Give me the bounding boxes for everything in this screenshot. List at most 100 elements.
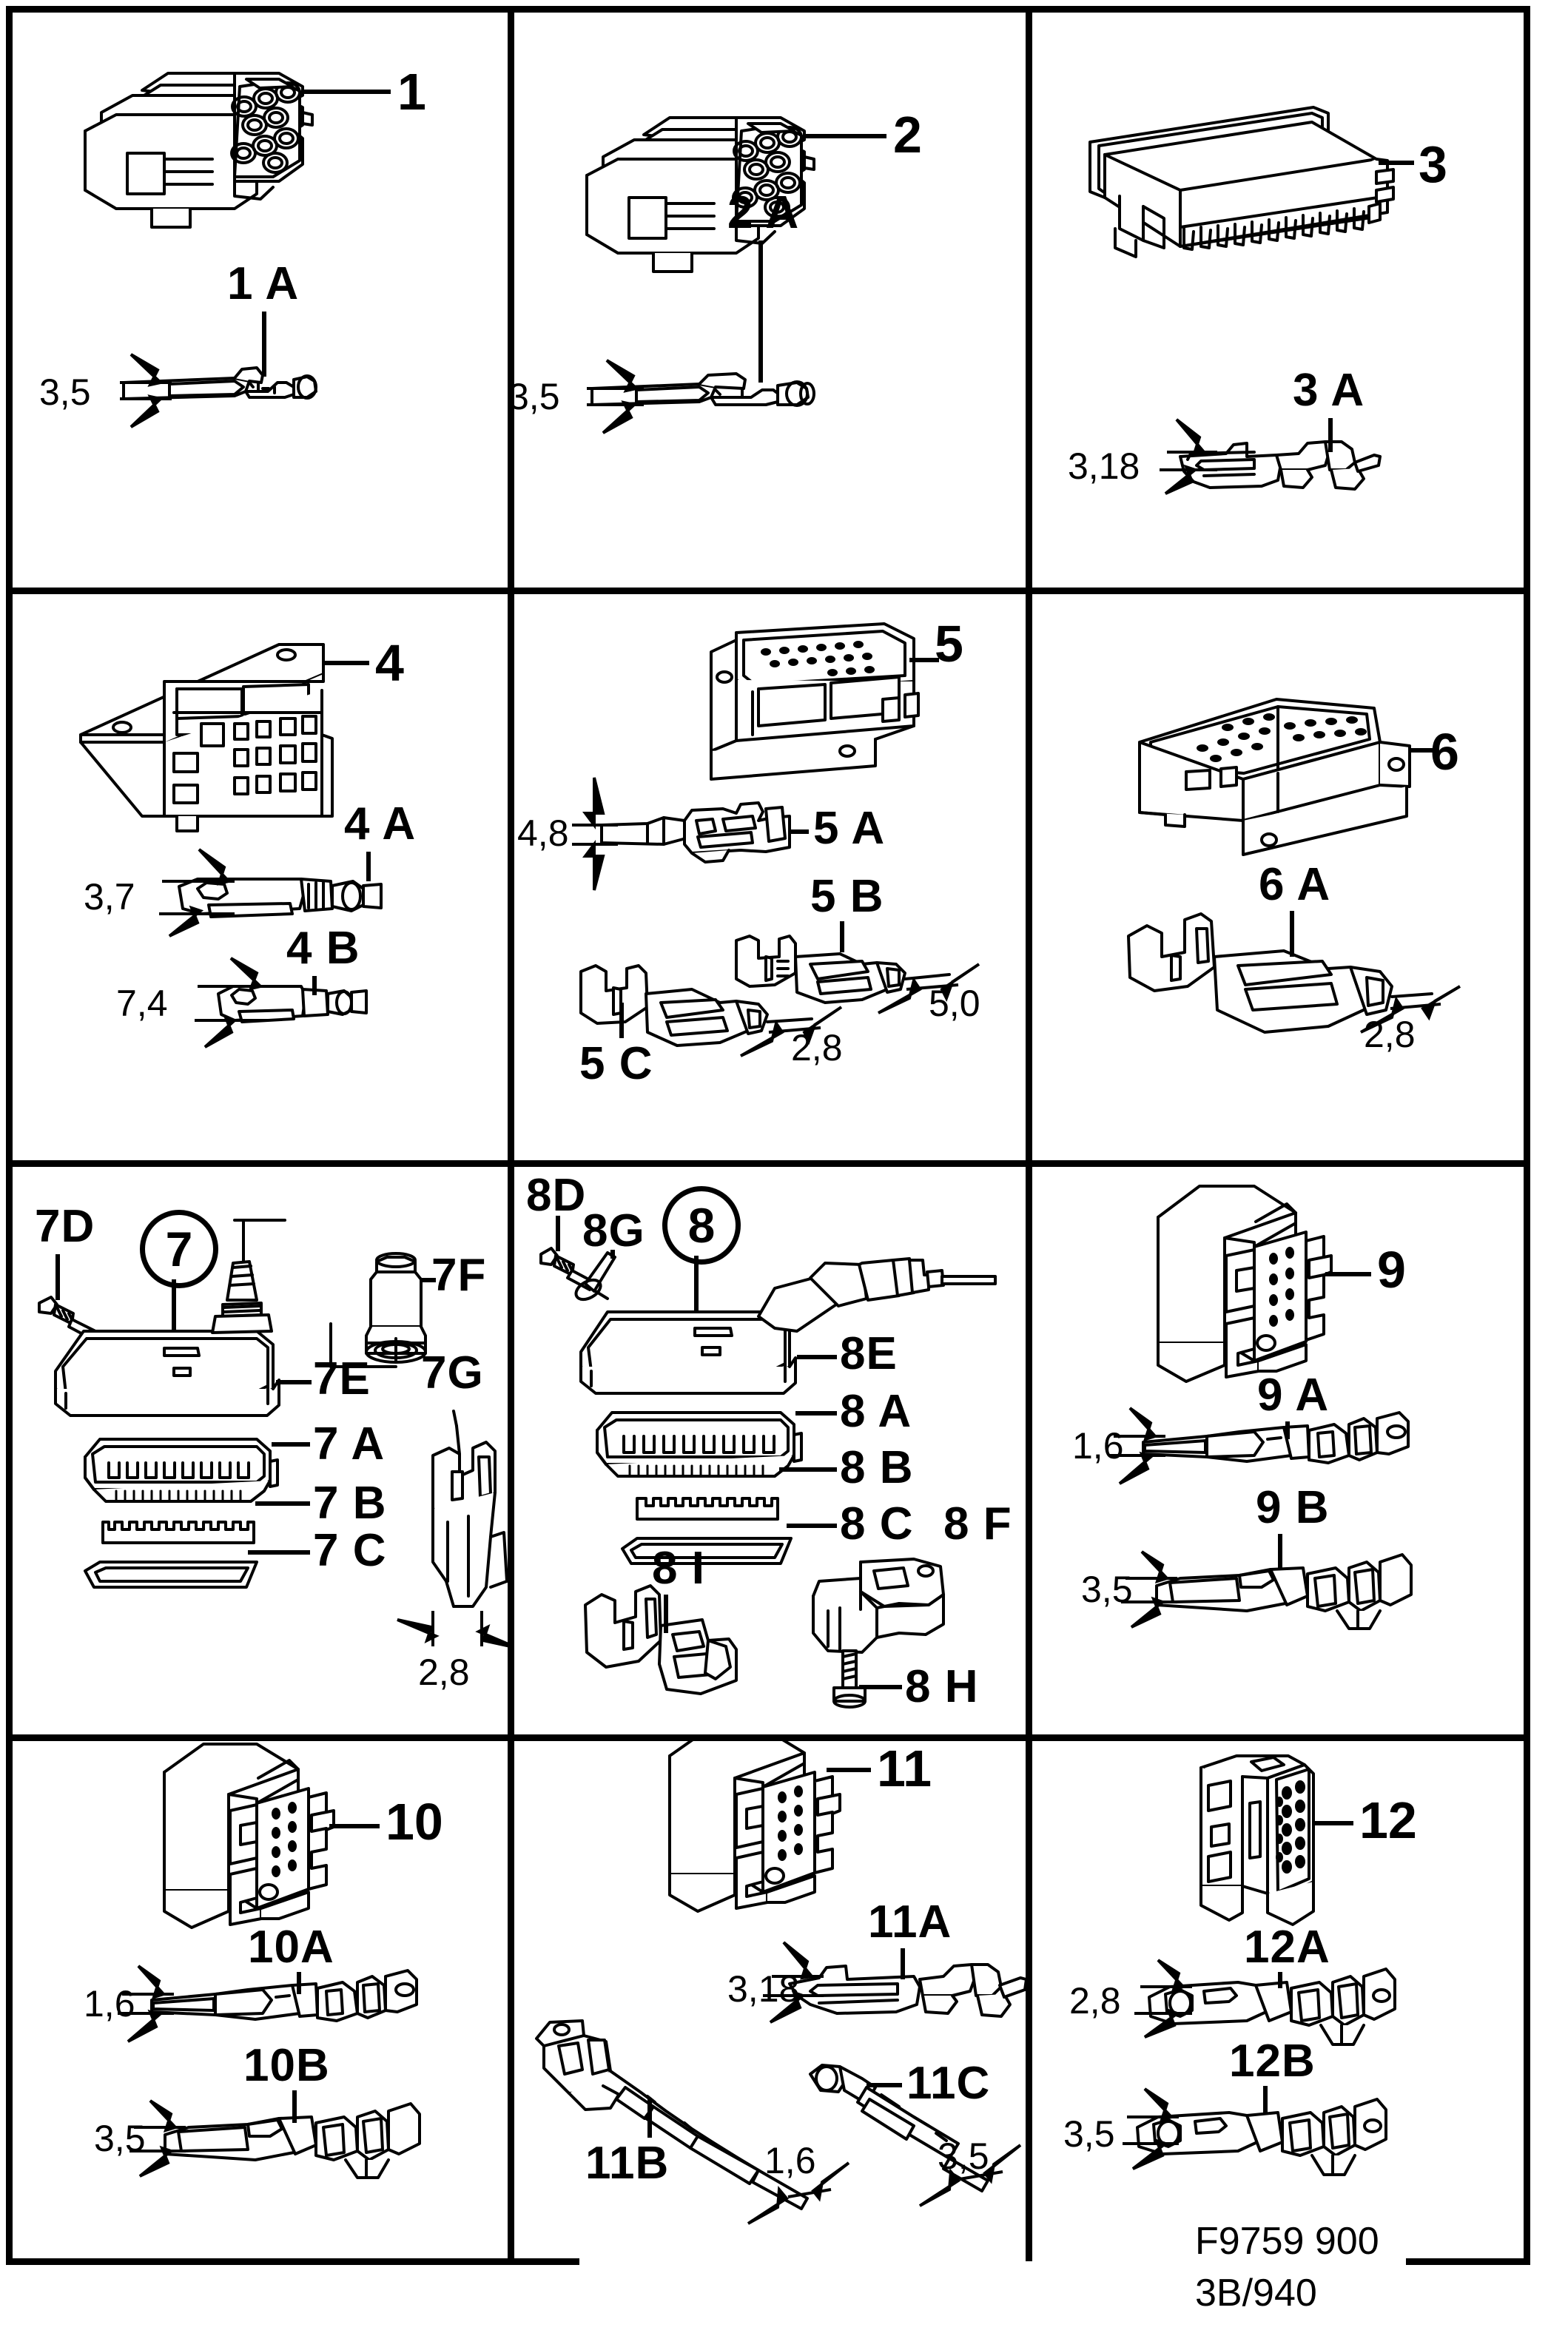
- sub-label-5b: 5 B: [810, 871, 884, 922]
- sub-label-4b: 4 B: [286, 923, 360, 974]
- connector-housing-1-drawing: [13, 13, 508, 588]
- cell-9: 9 9 A 9 B 1,6 3,5: [1032, 1167, 1524, 1734]
- leader-item-6: [1408, 748, 1433, 753]
- leader-5b: [840, 921, 844, 952]
- sub-label-8g: 8G: [582, 1205, 645, 1256]
- item-number-3: 3: [1419, 135, 1447, 193]
- leader-8c: [787, 1524, 837, 1528]
- sub-label-7c: 7 C: [313, 1525, 387, 1576]
- sub-label-7g: 7G: [421, 1347, 484, 1398]
- frame-row2-sep: [6, 1160, 1530, 1167]
- sub-label-2a: 2 A: [727, 187, 800, 238]
- dimension-4-8-cell5: 4,8: [517, 812, 569, 854]
- connector-housing-11-drawing: [514, 1741, 1026, 2258]
- cell-10: 10 10A 10B 1,6 3,5: [13, 1741, 508, 2258]
- dimension-2-8-cell7: 2,8: [418, 1652, 470, 1693]
- leader-7d: [55, 1254, 60, 1300]
- item-number-1: 1: [397, 63, 426, 121]
- leader-7a: [272, 1442, 310, 1447]
- frame-bottom-left: [6, 2258, 579, 2265]
- sub-label-7e: 7E: [313, 1353, 371, 1404]
- leader-7e: [276, 1380, 312, 1384]
- leader-2a: [758, 240, 763, 383]
- plate-code: 3B/940: [1195, 2272, 1317, 2315]
- leader-11a: [901, 1948, 905, 1979]
- connector-housing-9-drawing: [1032, 1167, 1524, 1734]
- cell-12: 12 12A 12B 2,8 3,5: [1032, 1741, 1524, 2258]
- dimension-2-8-cell6: 2,8: [1364, 1014, 1416, 1055]
- item-number-6: 6: [1430, 723, 1459, 781]
- sub-label-10b: 10B: [243, 2040, 330, 2091]
- relay-base-4-drawing: [13, 594, 508, 1160]
- sub-label-7d: 7D: [35, 1201, 95, 1252]
- leader-7b: [255, 1501, 310, 1506]
- sub-label-8f: 8 F: [943, 1498, 1012, 1549]
- sub-label-4a: 4 A: [344, 798, 417, 849]
- sub-label-7b: 7 B: [313, 1478, 387, 1529]
- dimension-3-18-cell11: 3,18: [727, 1968, 800, 2010]
- dimension-1-6-cell9: 1,6: [1072, 1425, 1124, 1467]
- sub-label-8h: 8 H: [905, 1661, 979, 1712]
- leader-12a: [1278, 1972, 1282, 1988]
- leader-10b: [292, 2090, 297, 2123]
- connector-housing-12-drawing: [1032, 1741, 1524, 2258]
- leader-item-2: [805, 134, 886, 138]
- item-number-11: 11: [877, 1741, 932, 1797]
- dimension-7-4-cell4: 7,4: [116, 983, 168, 1024]
- item-number-5: 5: [935, 615, 963, 673]
- leader-4a: [366, 852, 371, 881]
- item-number-10: 10: [386, 1793, 443, 1851]
- sub-label-6a: 6 A: [1259, 859, 1331, 910]
- cell-2: 2 2 A 3,5: [514, 13, 1026, 588]
- leader-4b: [312, 976, 317, 995]
- leader-item-12: [1315, 1821, 1353, 1825]
- leader-item-10: [329, 1824, 380, 1828]
- item-number-8-circled: 8: [662, 1186, 741, 1265]
- leader-11b: [647, 2098, 652, 2138]
- leader-7: [172, 1279, 176, 1333]
- connector-housing-2-drawing: [514, 13, 1026, 588]
- leader-12b: [1263, 2086, 1268, 2114]
- sub-label-12a: 12A: [1244, 1922, 1330, 1973]
- dimension-3-5-cell11: 3,5: [938, 2135, 989, 2177]
- sub-label-11a: 11A: [868, 1896, 952, 1948]
- sub-label-5a: 5 A: [813, 803, 886, 854]
- leader-8i: [664, 1595, 668, 1633]
- sub-label-11c: 11C: [906, 2058, 991, 2109]
- cell-3: 3 3 A 3,18: [1032, 13, 1524, 588]
- leader-8: [694, 1256, 699, 1313]
- cell-5: 5 5 A 5 B 5 C 4,8 5,0 2,8: [514, 594, 1026, 1160]
- dimension-5-0-cell5: 5,0: [929, 983, 980, 1024]
- fuse-holder-5-drawing: [514, 594, 1026, 1160]
- dimension-2-8-cell5: 2,8: [791, 1027, 843, 1068]
- cell-8: 8D 8G 8 8E 8 A 8 B 8 C 8 F 8 I 8 H: [514, 1167, 1026, 1734]
- dimension-3-5-cell12: 3,5: [1063, 2113, 1115, 2155]
- leader-6a: [1290, 911, 1294, 957]
- leader-item-5: [909, 658, 939, 662]
- leader-8a: [795, 1411, 837, 1416]
- leader-8h: [859, 1685, 902, 1689]
- dimension-1-6-cell11: 1,6: [764, 2140, 816, 2181]
- leader-5c: [619, 1003, 624, 1038]
- sub-label-3a: 3 A: [1293, 365, 1365, 416]
- item-number-9: 9: [1377, 1241, 1406, 1299]
- dimension-3-5-cell10: 3,5: [94, 2118, 146, 2159]
- cell-1: 1 1 A 3,5: [13, 13, 508, 588]
- ecu-connector-7-drawing: [13, 1167, 508, 1734]
- sub-label-8c: 8 C: [840, 1498, 914, 1549]
- leader-11c: [867, 2083, 902, 2087]
- sub-label-8i: 8 I: [652, 1543, 705, 1594]
- dimension-3-5-cell1: 3,5: [39, 371, 91, 413]
- dimension-3-5-cell2: 3,5: [514, 376, 560, 417]
- frame-row1-sep: [6, 588, 1530, 594]
- leader-9b: [1278, 1534, 1282, 1569]
- cell-4: 4 4 A 4 B 3,7 7,4: [13, 594, 508, 1160]
- leader-9a: [1285, 1421, 1290, 1439]
- leader-7c: [248, 1550, 310, 1555]
- frame-bottom-right: [1406, 2258, 1530, 2265]
- cell-6: 6 6 A 2,8: [1032, 594, 1524, 1160]
- drawing-number: F9759 900: [1195, 2220, 1379, 2263]
- item-number-2: 2: [893, 106, 922, 164]
- sub-label-7f: 7F: [431, 1250, 487, 1301]
